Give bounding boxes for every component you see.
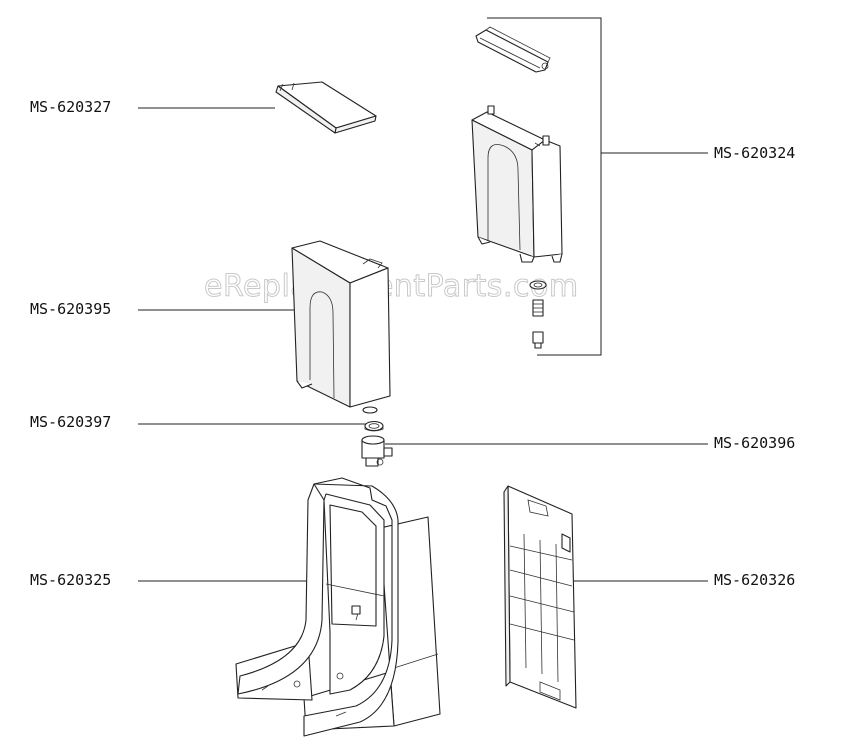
label-ms-620395: MS-620395 <box>30 300 111 318</box>
bracket-ms-620324 <box>487 17 708 356</box>
label-ms-620325: MS-620325 <box>30 571 111 589</box>
part-washer-ms-620397 <box>364 420 384 432</box>
label-ms-620326: MS-620326 <box>714 571 795 589</box>
watermark: eReplacementParts.com <box>204 269 579 304</box>
part-lid-ms-620327 <box>275 81 377 134</box>
part-valve-set-ms-620324 <box>529 280 547 349</box>
part-water-tank-ms-620324 <box>471 105 563 263</box>
label-ms-620397: MS-620397 <box>30 413 111 431</box>
label-ms-620396: MS-620396 <box>714 434 795 452</box>
part-housing-frame-ms-620325 <box>235 477 441 737</box>
part-back-panel-ms-620326 <box>503 485 577 709</box>
part-inner-tank-ms-620395 <box>291 240 391 414</box>
label-ms-620327: MS-620327 <box>30 98 111 116</box>
part-handle-ms-620324 <box>475 26 551 73</box>
label-ms-620324: MS-620324 <box>714 144 795 162</box>
part-valve-ms-620396 <box>361 435 393 467</box>
